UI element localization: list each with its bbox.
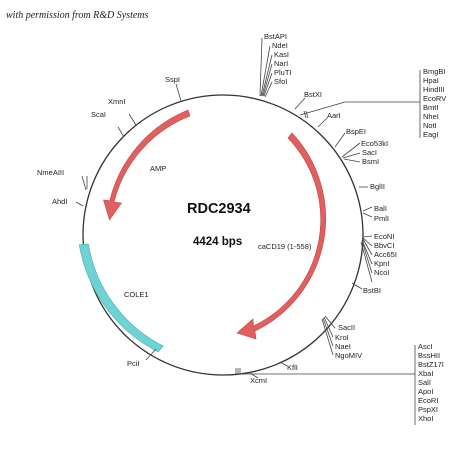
site-econi: EcoNI	[374, 232, 394, 241]
site-bspei: BspEI	[346, 127, 366, 136]
site-apoi: ApoI	[418, 387, 433, 396]
cacd19-arrow	[236, 132, 326, 340]
amp-arrow	[103, 109, 191, 221]
site-pluti: PluTI	[274, 68, 292, 77]
site-aari: AarI	[327, 111, 341, 120]
site-sacii: SacII	[338, 323, 355, 332]
plasmid-size: 4424 bps	[193, 236, 242, 248]
site-bbvci: BbvCI	[374, 241, 394, 250]
site-acc65i: Acc65I	[374, 250, 397, 259]
site-bstapi: BstAPI	[264, 32, 287, 41]
site-pspxi: PspXI	[418, 405, 438, 414]
site-sfoi: SfoI	[274, 77, 287, 86]
site-scai: ScaI	[91, 110, 106, 119]
right-mid-sites: BspEI Eco53kI SacI BsmI BglII BalI PmlI …	[334, 127, 397, 295]
site-kpni: KpnI	[374, 259, 389, 268]
plasmid-backbone	[82, 94, 364, 376]
right-top-site-cluster: BmgBI HpaI HindIII EcoRV BmtI NheI NotI …	[299, 67, 446, 139]
top-site-cluster: BstAPI NdeI KasI NarI PluTI SfoI	[259, 32, 292, 98]
site-pcii: PciI	[127, 359, 140, 368]
site-bmgbi: BmgBI	[423, 67, 446, 76]
site-ecorv: EcoRV	[423, 94, 446, 103]
site-naei: NaeI	[335, 342, 351, 351]
site-bstxi: BstXI	[304, 90, 322, 99]
site-bstbi: BstBI	[363, 286, 381, 295]
bottom-right-sites: SacII KroI NaeI NgoMIV	[321, 315, 362, 360]
site-bsmi: BsmI	[362, 157, 379, 166]
cole1-feature	[78, 243, 164, 353]
site-sspi: SspI	[165, 75, 180, 84]
site-bglii: BglII	[370, 182, 385, 191]
site-eco53ki: Eco53kI	[361, 139, 388, 148]
site-sali: SalI	[418, 378, 431, 387]
site-saci: SacI	[362, 148, 377, 157]
site-kfli: KflI	[287, 363, 298, 372]
site-ahdi: AhdI	[52, 197, 67, 206]
site-ngomiv: NgoMIV	[335, 351, 362, 360]
site-eagi: EagI	[423, 130, 438, 139]
cacd19-label: caCD19 (1-558)	[258, 242, 312, 251]
site-bmti: BmtI	[423, 103, 438, 112]
site-kasi: KasI	[274, 50, 289, 59]
site-bstz17i: BstZ17I	[418, 360, 444, 369]
site-pmli: PmlI	[374, 214, 389, 223]
site-nari: NarI	[274, 59, 288, 68]
site-asci: AscI	[418, 342, 433, 351]
site-xbai: XbaI	[418, 369, 433, 378]
site-ndei: NdeI	[272, 41, 288, 50]
site-hpai: HpaI	[423, 76, 439, 85]
site-nmeaiii: NmeAIII	[37, 168, 64, 177]
site-hindiii: HindIII	[423, 85, 445, 94]
site-ncoi: NcoI	[374, 268, 389, 277]
site-xcmi: XcmI	[250, 376, 267, 385]
site-xmni: XmnI	[108, 97, 126, 106]
site-kroi: KroI	[335, 333, 349, 342]
site-bali: BalI	[374, 204, 387, 213]
credit-text: with permission from R&D Systems	[6, 10, 149, 21]
site-ecori: EcoRI	[418, 396, 438, 405]
site-bsshii: BssHII	[418, 351, 440, 360]
site-nhei: NheI	[423, 112, 439, 121]
left-sites: SspI XmnI ScaI NmeAIII AhdI	[37, 75, 182, 207]
site-xhoi: XhoI	[418, 414, 433, 423]
amp-label: AMP	[150, 164, 166, 173]
plasmid-name: RDC2934	[187, 201, 251, 217]
cole1-label: COLE1	[124, 290, 149, 299]
bottom-site-cluster: AscI BssHII BstZ17I XbaI SalI ApoI EcoRI…	[235, 342, 444, 425]
site-noti: NotI	[423, 121, 437, 130]
